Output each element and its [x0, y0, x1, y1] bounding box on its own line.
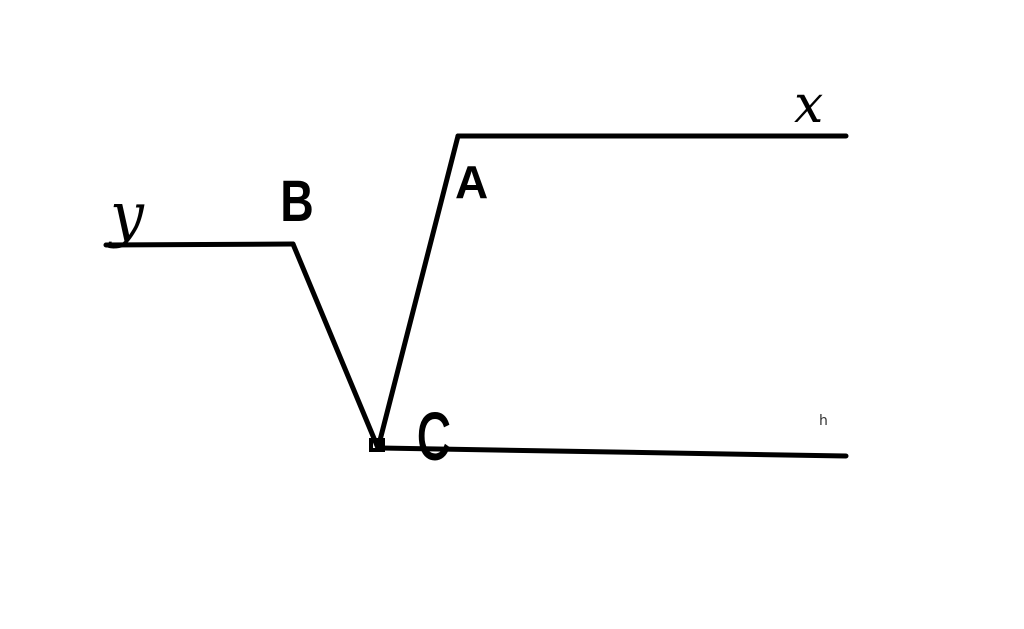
label-c: C	[416, 398, 451, 474]
right-angle-marker	[369, 438, 385, 452]
line-y	[103, 241, 296, 248]
label-b: B	[280, 169, 314, 234]
label-h: h	[819, 413, 828, 429]
label-y: y	[110, 180, 144, 250]
line-from-c	[375, 445, 849, 459]
label-x: x	[794, 75, 824, 135]
label-a: A	[455, 156, 489, 208]
